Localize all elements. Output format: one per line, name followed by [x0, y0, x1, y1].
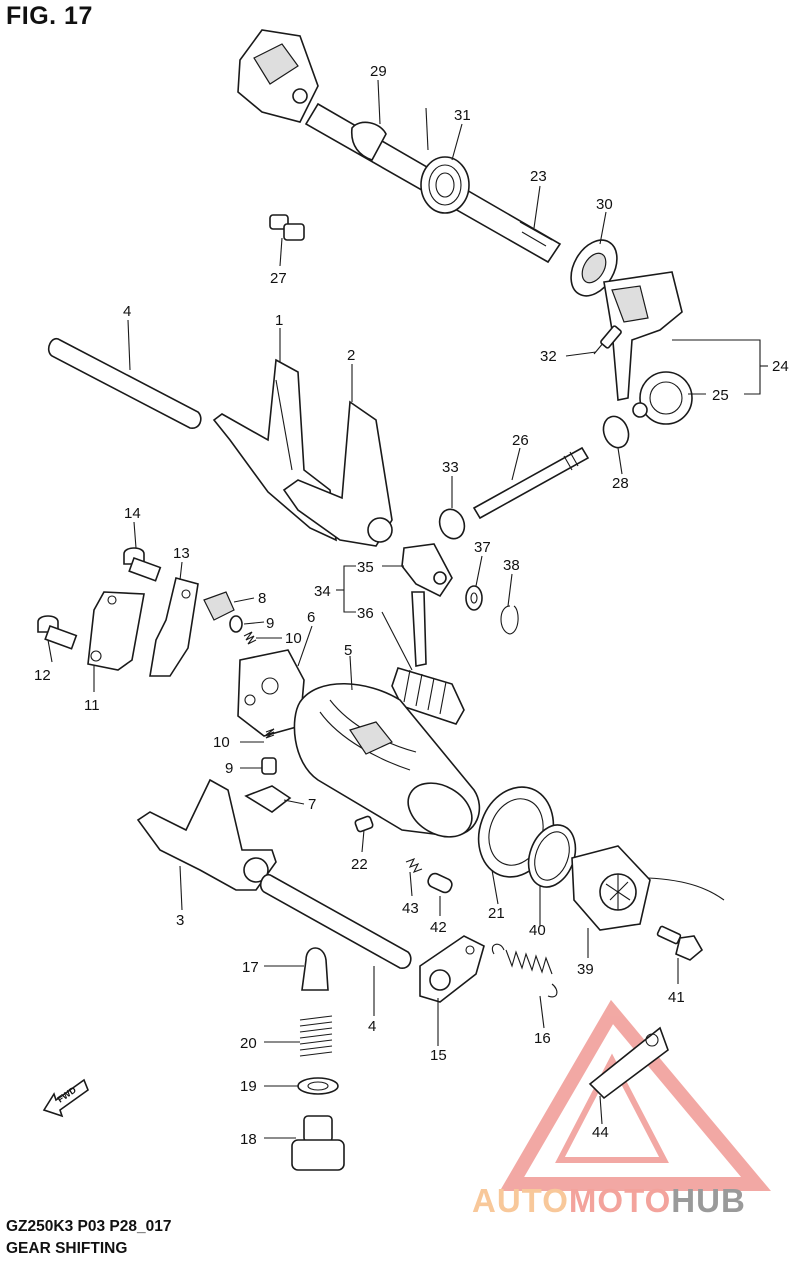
callout-39: 39: [577, 961, 594, 978]
part-12-screw: [37, 615, 78, 650]
callout-38: 38: [503, 557, 520, 574]
callout-26: 26: [512, 432, 529, 449]
part-10-spring-upper: [243, 631, 257, 645]
callout-40: 40: [529, 922, 546, 939]
part-27-bolt: [269, 214, 305, 241]
callout-25: 25: [712, 387, 729, 404]
part-4-fork-shaft-lower: [259, 873, 412, 969]
callout-10-lower: 10: [213, 734, 230, 751]
part-35-shift-arm: [401, 543, 453, 667]
callout-15: 15: [430, 1047, 447, 1064]
callout-35: 35: [357, 559, 374, 576]
part-44-clamp: [588, 1026, 669, 1100]
callout-43: 43: [402, 900, 419, 917]
callout-2: 2: [347, 347, 355, 364]
callout-3: 3: [176, 912, 184, 929]
watermark-brand: AUTOMOTOHUB: [472, 1182, 746, 1220]
callout-labels: 29 31 23 30 27 4 1 2 32 24 25 26 33 28 1…: [34, 63, 789, 1148]
brand-part-2: MOTO: [568, 1182, 672, 1219]
part-22-pin: [354, 815, 374, 833]
callout-20: 20: [240, 1035, 257, 1052]
part-37-washer: [465, 585, 483, 611]
callout-37: 37: [474, 539, 491, 556]
part-8-cam-stopper: [203, 591, 235, 621]
callout-7: 7: [308, 796, 316, 813]
callout-12: 12: [34, 667, 51, 684]
callout-9-lower: 9: [225, 760, 233, 777]
brand-part-3: HUB: [671, 1182, 746, 1219]
callout-28: 28: [612, 475, 629, 492]
part-42-pin: [427, 872, 453, 894]
callout-6: 6: [307, 609, 315, 626]
part-11-stopper-plate: [87, 591, 145, 671]
callout-24: 24: [772, 358, 789, 375]
part-17-stopper: [301, 947, 329, 991]
callout-34: 34: [314, 583, 331, 600]
watermark-logo: [499, 999, 771, 1191]
callout-23: 23: [530, 168, 547, 185]
callout-14: 14: [124, 505, 141, 522]
part-3-shift-fork-lower: [136, 778, 277, 891]
callout-19: 19: [240, 1078, 257, 1095]
callout-16: 16: [534, 1030, 551, 1047]
callout-41: 41: [668, 989, 685, 1006]
part-15-shift-lever: [419, 935, 485, 1003]
callout-44: 44: [592, 1124, 609, 1141]
part-9-pin-upper: [229, 615, 243, 633]
callout-10-upper: 10: [285, 630, 302, 647]
part-7-cam-stopper-plate: [244, 785, 292, 813]
part-2-shift-fork: [282, 400, 393, 547]
callout-4: 4: [123, 303, 131, 320]
part-5-shift-cam-drum: [293, 683, 481, 838]
part-14-screw: [123, 547, 162, 582]
leader-lines: [47, 79, 768, 1139]
part-43-spring: [405, 857, 423, 874]
part-38-circlip: [500, 605, 519, 635]
callout-29: 29: [370, 63, 387, 80]
callout-5: 5: [344, 642, 352, 659]
part-18-plug-bolt: [291, 1115, 345, 1171]
fwd-direction-arrow: FWD: [42, 1078, 89, 1118]
part-32-bolt: [593, 325, 622, 355]
brand-part-1: AUTO: [472, 1182, 569, 1219]
part-33-collar: [438, 508, 466, 540]
part-16-return-spring: [491, 943, 558, 998]
part-20-spring: [299, 1015, 333, 1057]
part-24-shift-lever-assembly: [603, 271, 693, 425]
callout-31: 31: [454, 107, 471, 124]
section-caption: GEAR SHIFTING: [6, 1240, 128, 1257]
callout-32: 32: [540, 348, 557, 365]
part-36-roller-arm: [391, 667, 465, 725]
callout-4-lower: 4: [368, 1018, 376, 1035]
callout-33: 33: [442, 459, 459, 476]
callout-22: 22: [351, 856, 368, 873]
callout-9-upper: 9: [266, 615, 274, 632]
part-9-pin-lower: [261, 757, 277, 775]
callout-21: 21: [488, 905, 505, 922]
callout-8: 8: [258, 590, 266, 607]
figure-title: FIG. 17: [6, 2, 93, 30]
callout-18: 18: [240, 1131, 257, 1148]
callout-30: 30: [596, 196, 613, 213]
part-26-lever-shaft: [472, 446, 590, 520]
model-code-caption: GZ250K3 P03 P28_017: [6, 1218, 172, 1235]
callout-42: 42: [430, 919, 447, 936]
callout-1: 1: [275, 312, 283, 329]
part-10-spring-lower: [265, 728, 275, 739]
part-31-spring: [420, 107, 470, 214]
callout-11: 11: [84, 697, 100, 714]
part-39-gear-position-switch: [571, 845, 725, 931]
callout-17: 17: [242, 959, 259, 976]
part-19-washer: [297, 1077, 339, 1095]
part-13-stopper-plate: [149, 577, 199, 677]
part-6-cam-stopper: [237, 649, 305, 737]
callout-13: 13: [173, 545, 190, 562]
part-28-collar: [602, 415, 630, 449]
callout-27: 27: [270, 270, 287, 287]
callout-36: 36: [357, 605, 374, 622]
part-41-bolt: [656, 925, 704, 961]
part-4-fork-shaft-upper: [47, 337, 202, 429]
